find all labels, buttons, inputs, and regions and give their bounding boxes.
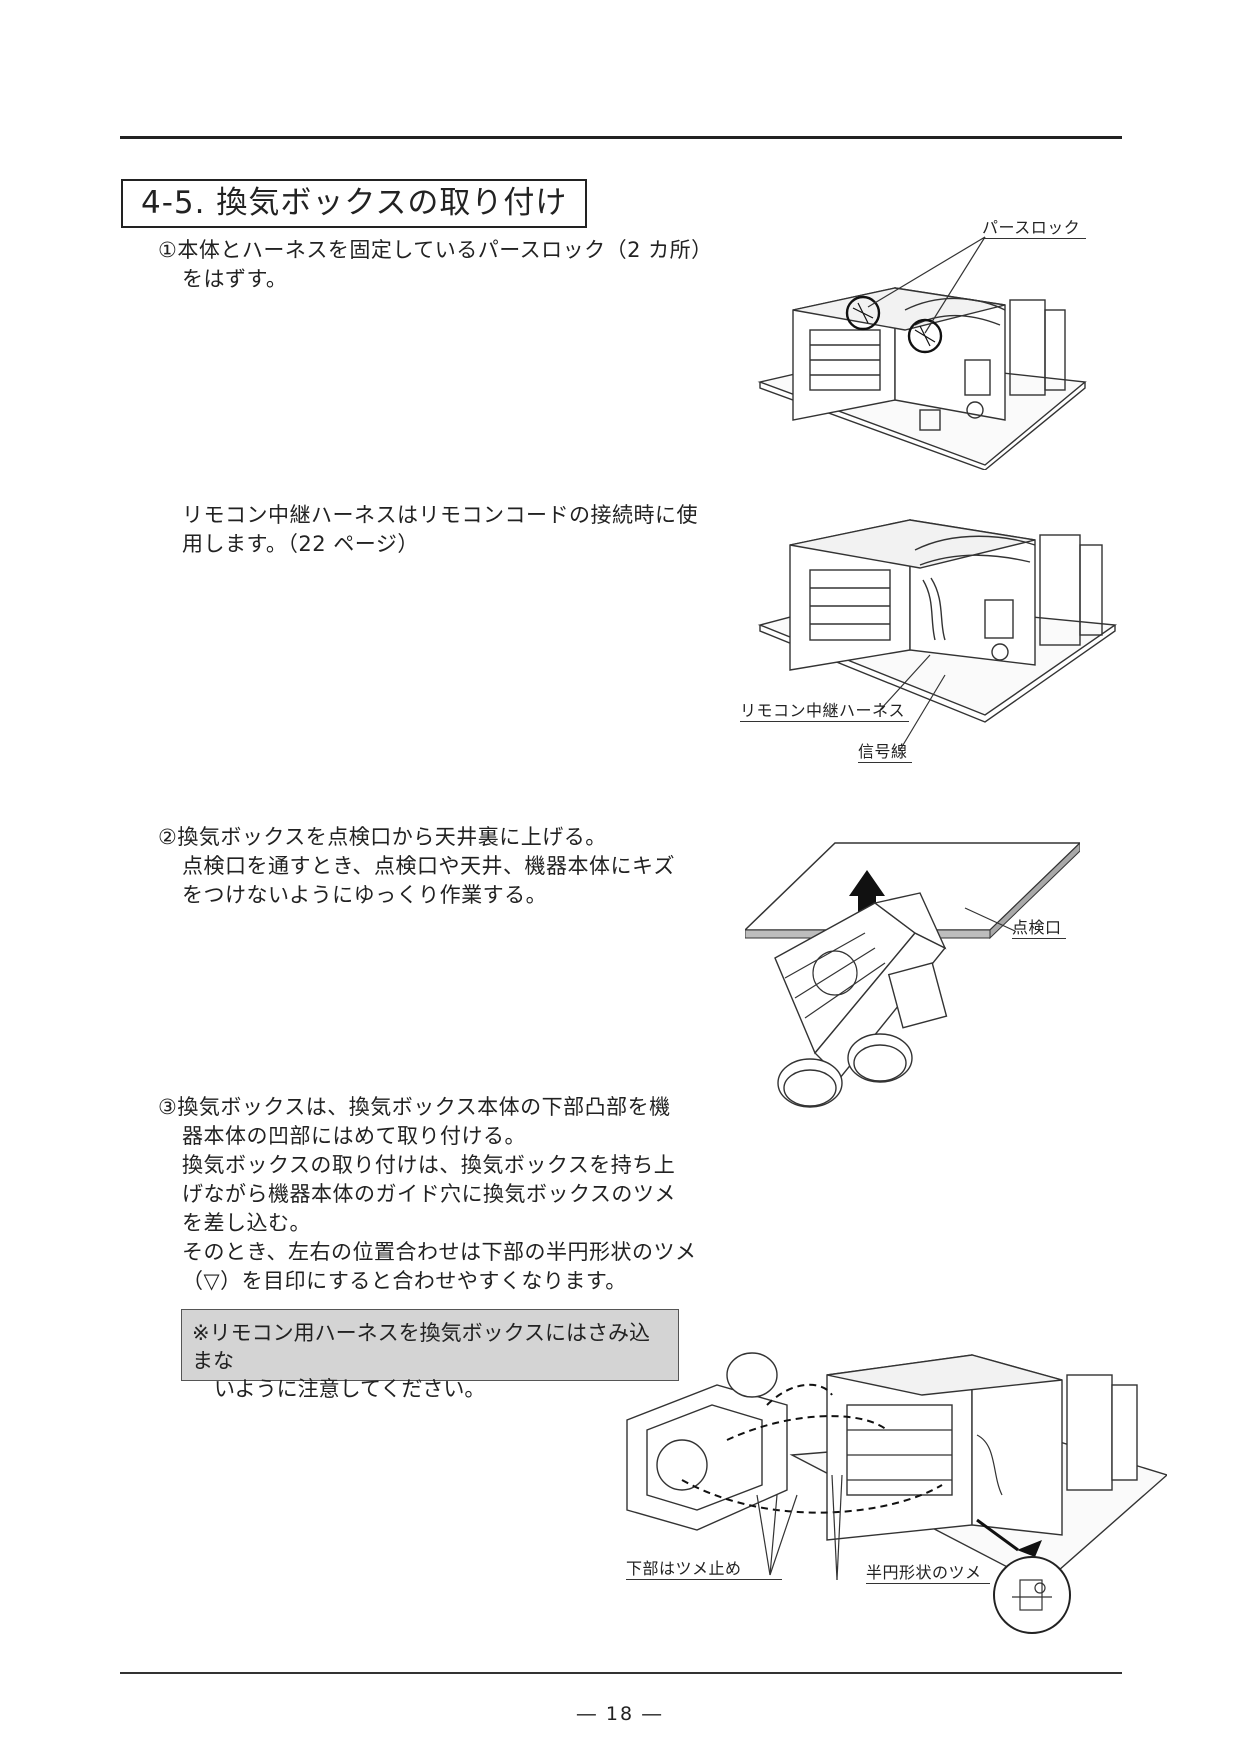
callout-bottom-tab-stop: 下部はツメ止め xyxy=(626,1555,782,1580)
perth-lock-marker-2 xyxy=(907,318,943,354)
step-3-line-4: げながら機器本体のガイド穴に換気ボックスのツメ xyxy=(182,1182,676,1206)
step-3-line-1: ③換気ボックスは、換気ボックス本体の下部凸部を機 xyxy=(158,1095,671,1119)
illustration-inspection-opening xyxy=(745,842,1080,1108)
illustration-perth-lock xyxy=(757,287,1087,470)
step-2-line-2: 点検口を通すとき、点検口や天井、機器本体にキズ xyxy=(182,854,676,878)
remote-relay-harness-leaders xyxy=(880,654,946,751)
illustration-attach-box xyxy=(626,1352,1167,1634)
step-3-line-5: を差し込む。 xyxy=(182,1211,311,1235)
top-rule xyxy=(120,136,1122,139)
section-title: 4-5. 換気ボックスの取り付け xyxy=(121,179,588,228)
step-2-line-1: ②換気ボックスを点検口から天井裏に上げる。 xyxy=(158,825,607,849)
step-2-text: ②換気ボックスを点検口から天井裏に上げる。 点検口を通すとき、点検口や天井、機器… xyxy=(158,823,675,910)
step-1-line-2: をはずす。 xyxy=(182,267,288,291)
caution-note-line-1: ※リモコン用ハーネスを換気ボックスにはさみ込まな xyxy=(192,1321,650,1373)
step-1-text: ①本体とハーネスを固定しているパースロック（2 カ所） をはずす。 xyxy=(158,236,713,294)
bottom-rule xyxy=(120,1672,1122,1674)
step-3-line-2: 器本体の凹部にはめて取り付ける。 xyxy=(182,1124,526,1148)
step-1-note-line-1: リモコン中継ハーネスはリモコンコードの接続時に使 xyxy=(182,503,698,527)
step-3-line-3: 換気ボックスの取り付けは、換気ボックスを持ち上 xyxy=(182,1153,676,1177)
inspection-opening-leader xyxy=(964,907,1016,932)
perth-lock-leaders xyxy=(867,236,986,334)
step-1-line-1: ①本体とハーネスを固定しているパースロック（2 カ所） xyxy=(158,238,713,262)
step-2-line-3: をつけないようにゆっくり作業する。 xyxy=(182,883,548,907)
caution-note: ※リモコン用ハーネスを換気ボックスにはさみ込まな いように注意してください。 xyxy=(181,1309,679,1401)
step-1-note-line-2: 用します。（22 ページ） xyxy=(182,532,419,556)
page-number: ― 18 ― xyxy=(576,1703,664,1725)
step-3-text: ③換気ボックスは、換気ボックス本体の下部凸部を機 器本体の凹部にはめて取り付ける… xyxy=(158,1093,697,1296)
caution-note-line-2: いように注意してください。 xyxy=(214,1377,486,1401)
callout-perth-lock: パースロック xyxy=(982,214,1087,239)
step-1-note-text: リモコン中継ハーネスはリモコンコードの接続時に使 用します。（22 ページ） xyxy=(182,501,698,559)
illustration-remote-relay-harness xyxy=(757,519,1117,723)
callout-semicircle-tab: 半円形状のツメ xyxy=(866,1559,990,1584)
callout-signal-wire: 信号線 xyxy=(858,738,912,763)
callout-inspection-opening: 点検口 xyxy=(1012,914,1066,939)
step-3-line-7: （▽）を目印にすると合わせやすくなります。 xyxy=(182,1269,627,1293)
perth-lock-marker-1 xyxy=(845,295,881,331)
step-3-line-6: そのとき、左右の位置合わせは下部の半円形状のツメ xyxy=(182,1240,697,1264)
callout-remote-relay-harness: リモコン中継ハーネス xyxy=(740,697,910,722)
semicircle-tab-detail-icon xyxy=(993,1556,1071,1634)
